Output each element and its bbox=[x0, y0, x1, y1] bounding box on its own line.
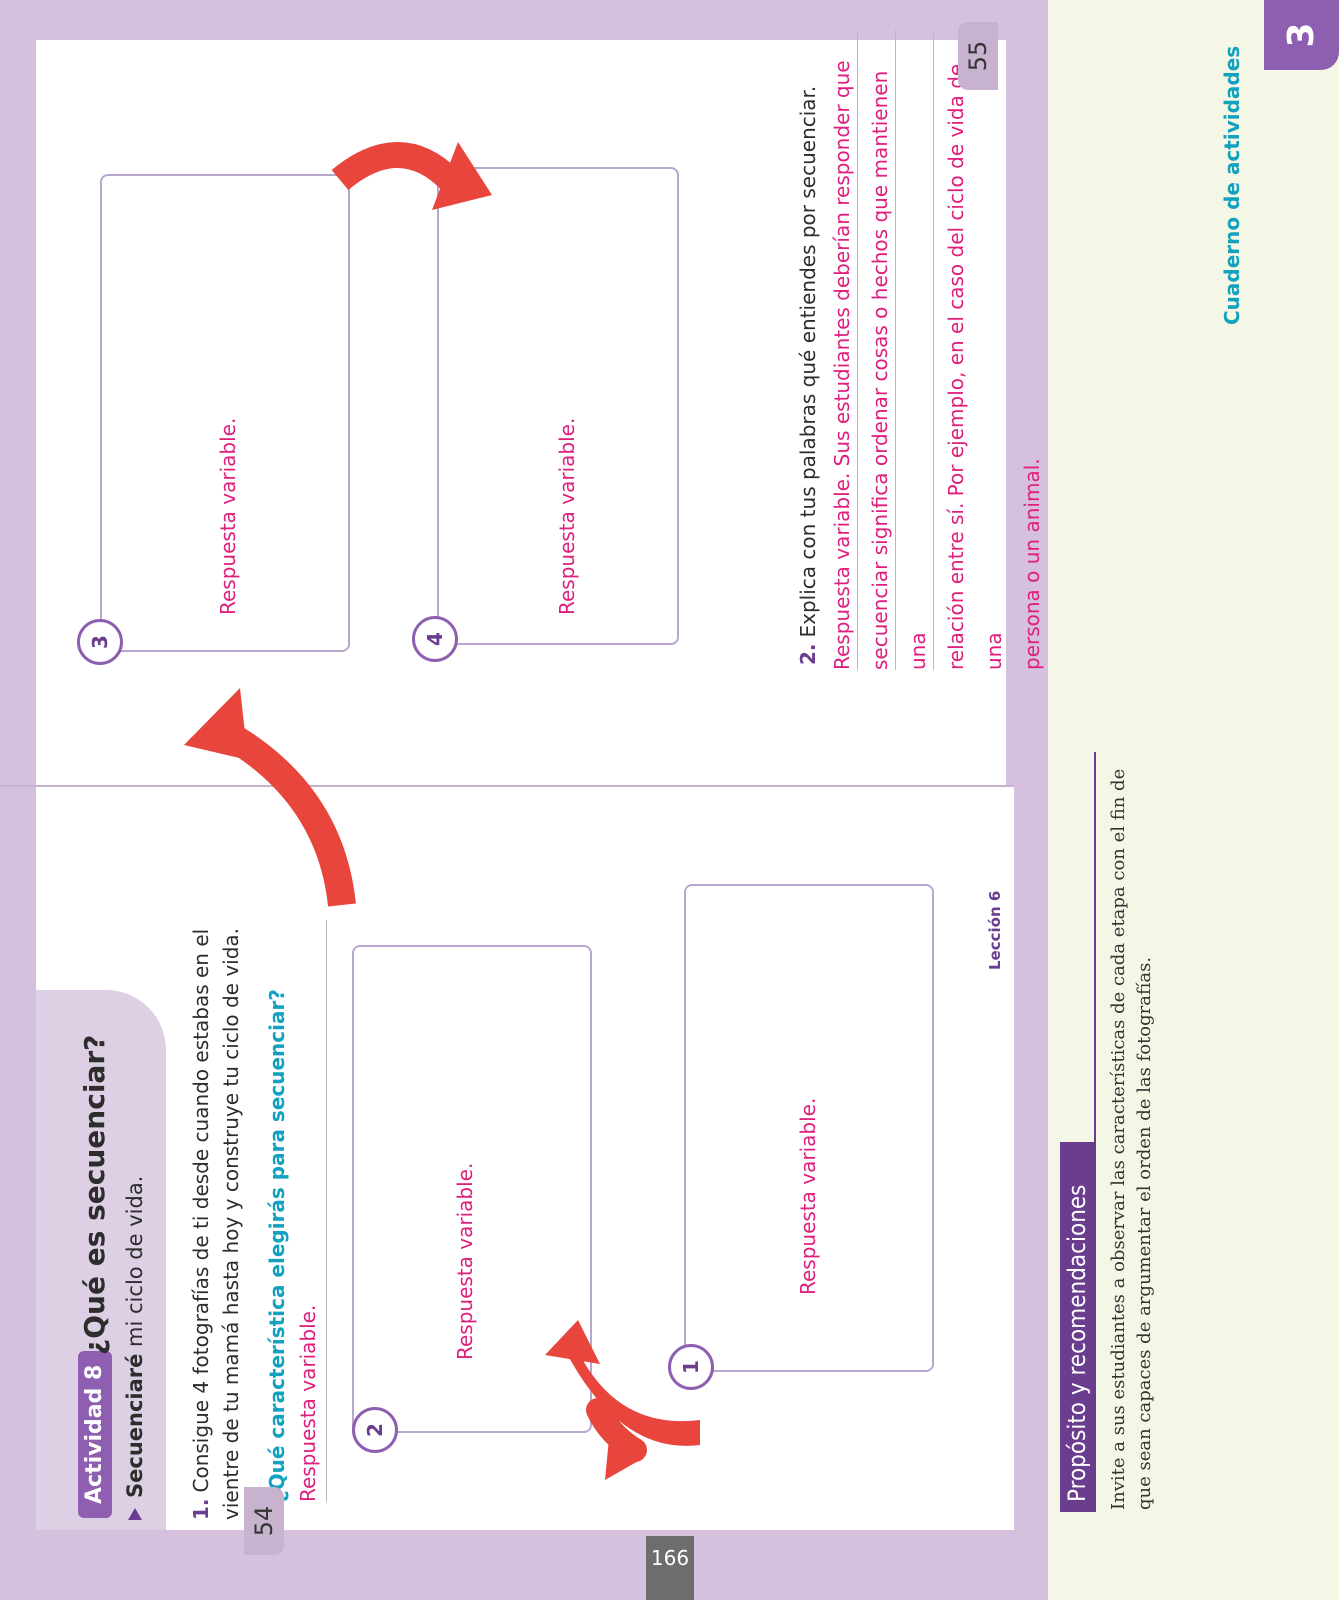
guide-heading: Propósito y recomendaciones bbox=[1060, 1142, 1094, 1512]
curved-arrow-icon bbox=[545, 1320, 700, 1480]
guide-text: Invite a sus estudiantes a observar las … bbox=[1108, 768, 1155, 1510]
workbook-label: Cuaderno de actividades bbox=[1220, 45, 1244, 325]
guide-rule bbox=[1094, 752, 1096, 1512]
guide-page-number: 166 bbox=[646, 1536, 694, 1600]
curved-arrow-icon bbox=[184, 688, 356, 907]
triangle-bullet-icon bbox=[128, 1508, 142, 1520]
curved-arrow-icon bbox=[331, 142, 492, 210]
